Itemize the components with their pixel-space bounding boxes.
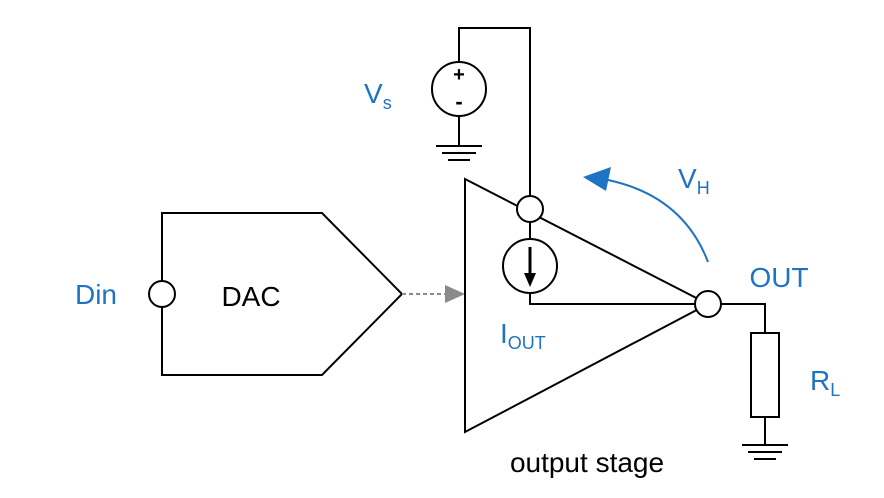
vh-curve-arrow: [607, 179, 709, 263]
rl-label-main: R: [810, 365, 830, 396]
vs-label: Vs: [364, 78, 392, 113]
output-stage-label: output stage: [510, 447, 664, 478]
iout-label-main: I: [500, 318, 508, 349]
iout-label-sub: OUT: [508, 333, 546, 353]
top-node: [516, 195, 544, 223]
vs-label-sub: s: [383, 93, 392, 113]
source-minus-symbol: -: [455, 89, 462, 114]
vh-arrow-head: [583, 167, 611, 191]
iout-bottom-wire: [529, 293, 695, 305]
source-plus-symbol: +: [453, 64, 465, 86]
load-resistor: [750, 332, 780, 418]
signal-arrow-head: [445, 285, 465, 303]
vh-label: VH: [678, 163, 710, 198]
vh-label-main: V: [678, 163, 697, 194]
dac-label: DAC: [221, 281, 280, 312]
out-label: OUT: [749, 262, 808, 293]
rl-label: RL: [810, 365, 840, 400]
supply-wire: [458, 27, 531, 196]
load-wire: [721, 303, 766, 333]
vs-label-main: V: [364, 78, 383, 109]
vh-label-sub: H: [697, 178, 710, 198]
din-pin: [148, 280, 176, 308]
dac-block: [161, 212, 404, 376]
out-node: [694, 290, 722, 318]
iout-label: IOUT: [500, 318, 546, 353]
rl-label-sub: L: [830, 380, 840, 400]
source-ground-icon: [436, 145, 482, 161]
load-ground-icon: [742, 444, 788, 460]
din-label: Din: [75, 279, 117, 310]
current-arrow-head: [524, 273, 536, 287]
output-stage-triangle: [464, 177, 711, 434]
